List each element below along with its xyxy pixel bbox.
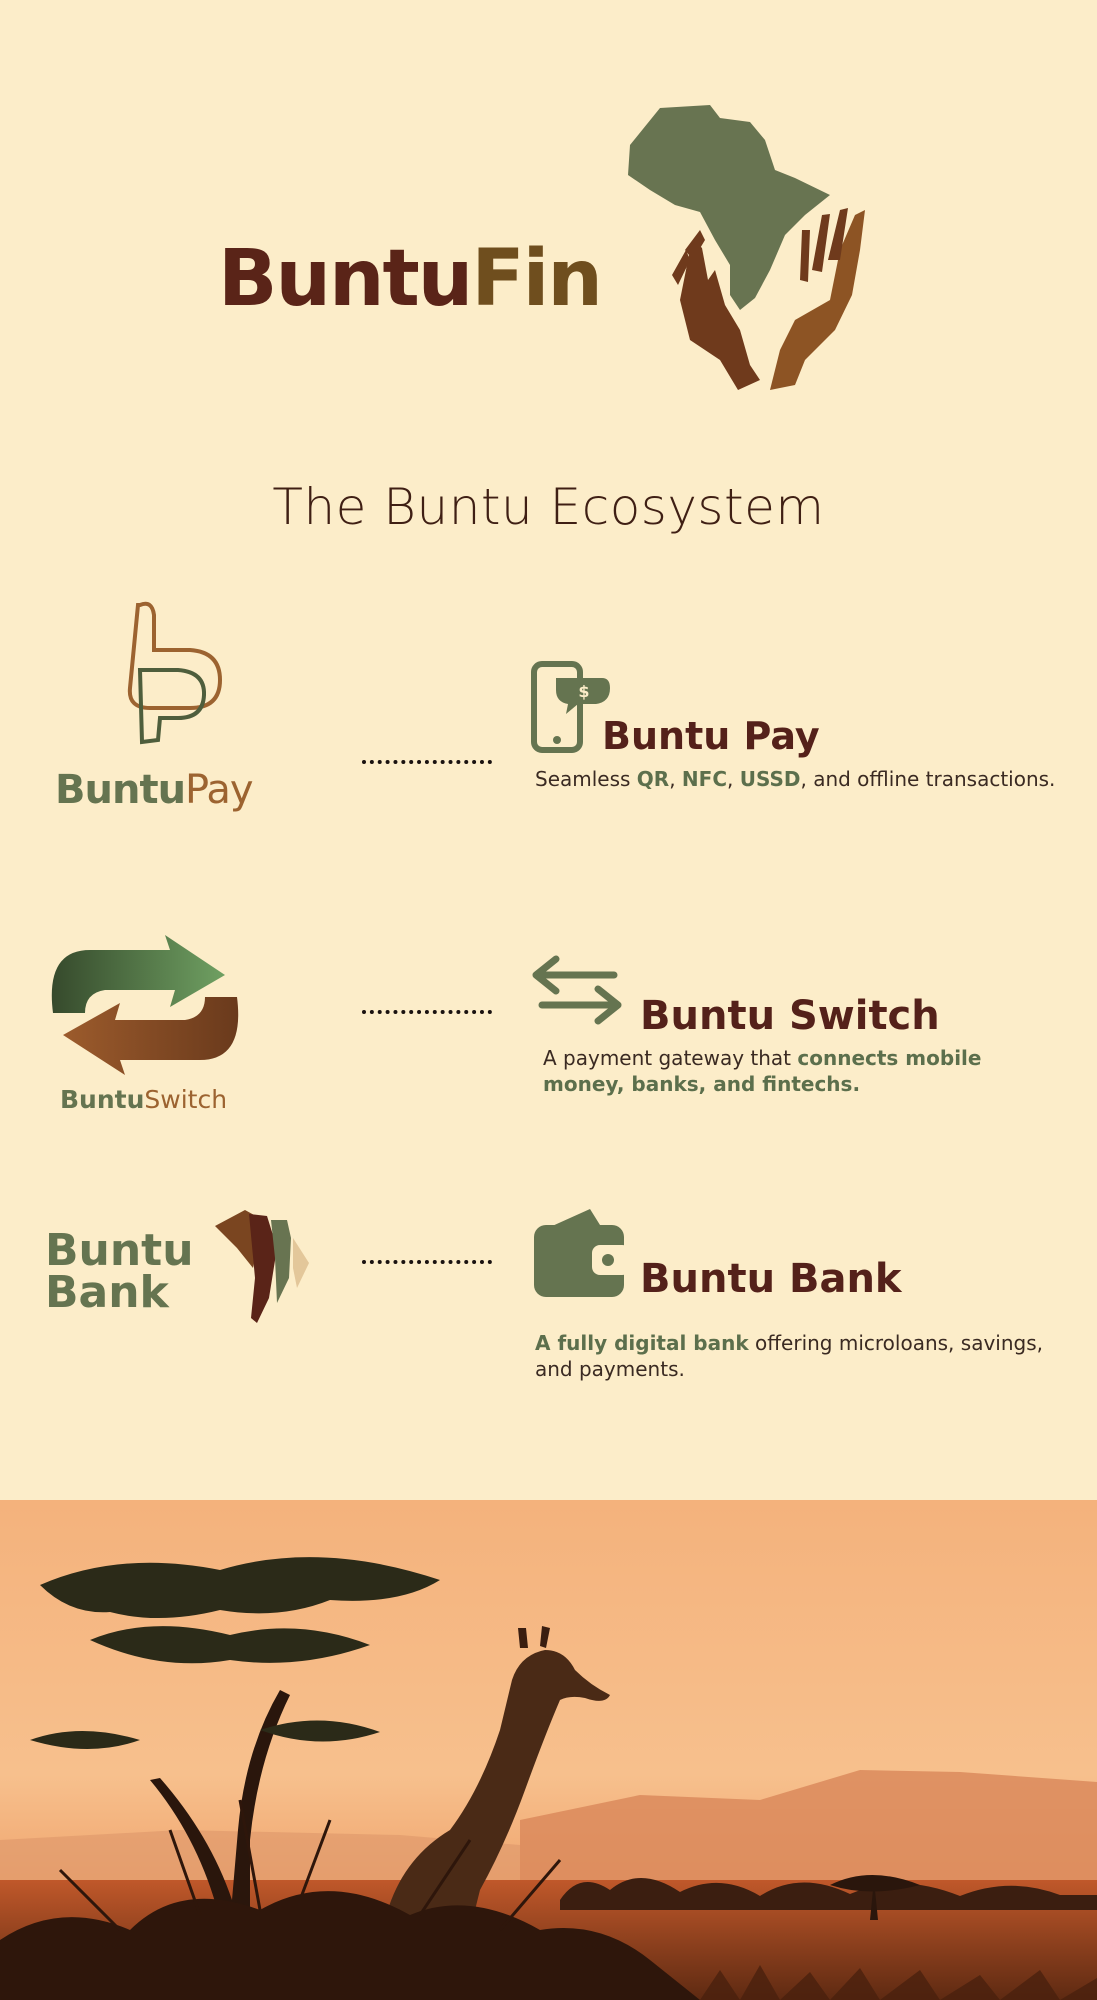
service-desc-bank: A fully digital bank offering microloans… [535, 1330, 1075, 1382]
transfer-arrows-icon [532, 955, 622, 1025]
connector-dots [362, 1260, 492, 1264]
p-monogram-icon [127, 601, 223, 745]
svg-text:$: $ [578, 682, 589, 701]
desc-bold: QR [636, 767, 670, 791]
desc-bold: connects mobile money, banks, and fintec… [543, 1046, 982, 1096]
buntupay-logo: BuntuPay [50, 590, 290, 820]
buntufin-wordmark: BuntuFin [218, 240, 603, 318]
logo-text-fin: Fin [471, 234, 603, 324]
connector-dots [362, 1010, 492, 1014]
logo-word-buntu: Buntu [45, 1225, 194, 1276]
logo-word-buntu: Buntu [60, 1085, 145, 1114]
logo-word-switch: Switch [144, 1085, 228, 1114]
service-row-pay: BuntuPay $ Buntu Pay Seamless QR, NFC, U… [0, 590, 1097, 830]
desc-bold: A fully digital bank [535, 1331, 749, 1355]
buntuswitch-wordmark: BuntuSwitch [60, 1087, 227, 1112]
service-desc-pay: Seamless QR, NFC, USSD, and offline tran… [535, 766, 1075, 792]
section-heading: The Buntu Ecosystem [272, 478, 825, 536]
desc-text: Seamless [535, 767, 637, 791]
wallet-icon [534, 1209, 630, 1297]
logo-word-bank: Bank [45, 1267, 169, 1318]
switch-arrows-icon [51, 935, 239, 1075]
desc-text: offering microloans, savings, and paymen… [535, 1331, 1043, 1381]
africa-stripes-icon [215, 1210, 309, 1323]
service-title-pay: Buntu Pay [602, 714, 820, 758]
desc-text: , [727, 767, 740, 791]
savanna-giraffe-image [0, 1500, 1097, 2000]
buntufin-logo: BuntuFin [210, 100, 880, 400]
africa-hands-icon [628, 105, 865, 390]
phone-payment-icon: $ [531, 661, 610, 753]
service-row-switch: BuntuSwitch Buntu Switch A payment gatew… [0, 925, 1097, 1125]
buntuswitch-logo: BuntuSwitch [45, 935, 255, 1115]
logo-text-buntu: Buntu [218, 234, 473, 324]
logo-word-buntu: Buntu [55, 767, 186, 813]
service-title-switch: Buntu Switch [640, 993, 940, 1039]
connector-dots [362, 760, 492, 764]
service-desc-switch: A payment gateway that connects mobile m… [543, 1045, 1063, 1097]
buntupay-wordmark: BuntuPay [55, 767, 254, 813]
desc-bold: NFC [681, 767, 727, 791]
logo-word-pay: Pay [185, 767, 254, 813]
desc-bold: USSD [739, 767, 801, 791]
service-title-bank: Buntu Bank [640, 1256, 902, 1302]
desc-text: A payment gateway that [543, 1046, 798, 1070]
desc-text: , [669, 767, 682, 791]
desc-text: , and offline transactions. [800, 767, 1056, 791]
